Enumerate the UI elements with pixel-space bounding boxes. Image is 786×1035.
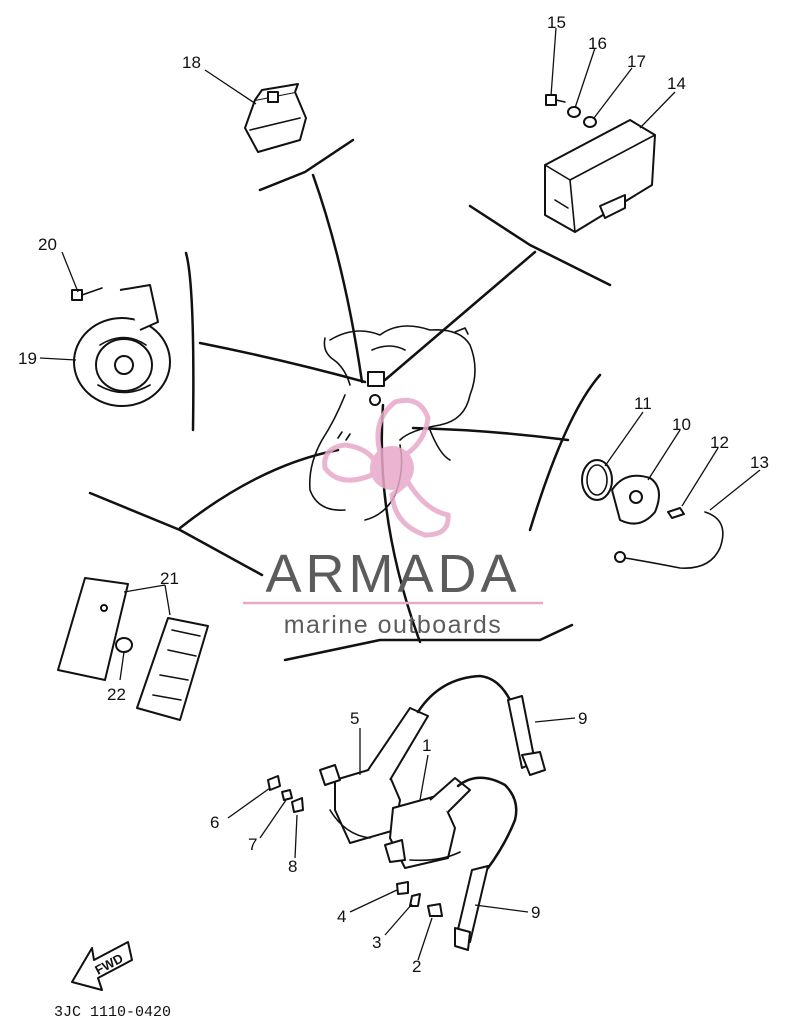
washer-16 xyxy=(567,106,581,118)
callout-9-lower: 9 xyxy=(531,903,540,922)
callout-16: 16 xyxy=(588,34,607,53)
propeller-logo xyxy=(322,397,451,538)
callout-12: 12 xyxy=(710,433,729,452)
callout-18: 18 xyxy=(182,53,201,72)
sensor-10 xyxy=(611,474,660,525)
relay-part-18 xyxy=(244,83,307,153)
nut-22 xyxy=(115,637,133,653)
callout-6: 6 xyxy=(210,813,219,832)
callout-11: 11 xyxy=(634,394,652,413)
callout-9-upper: 9 xyxy=(578,709,587,728)
engine-frame-sketch xyxy=(308,325,476,521)
callout-5: 5 xyxy=(350,709,359,728)
callout-19: 19 xyxy=(18,349,37,368)
callout-21: 21 xyxy=(160,569,179,588)
horn-part-19 xyxy=(73,284,171,407)
callout-1: 1 xyxy=(422,736,431,755)
armada-watermark: ARMADA marine outboards xyxy=(243,397,543,639)
callout-22: 22 xyxy=(107,685,126,704)
leader-lines xyxy=(39,27,761,961)
forward-arrow-icon: FWD xyxy=(71,941,133,991)
callout-15: 15 xyxy=(547,13,566,32)
reflector-21 xyxy=(57,577,209,721)
high-tension-lead-9a xyxy=(416,674,546,776)
frame-mount-block xyxy=(367,371,385,387)
callout-8: 8 xyxy=(288,857,297,876)
cdi-unit-part-14 xyxy=(544,119,656,233)
brand-name: ARMADA xyxy=(265,544,520,604)
high-tension-lead-9b xyxy=(454,776,518,951)
callout-20: 20 xyxy=(38,235,57,254)
diagram-code: 3JC 1110-0420 xyxy=(54,1004,171,1021)
nut-17 xyxy=(583,116,597,128)
callout-10: 10 xyxy=(672,415,691,434)
callout-3: 3 xyxy=(372,933,381,952)
screw-12 xyxy=(667,507,685,519)
fwd-label: FWD xyxy=(92,951,125,978)
callout-labels: 1 2 3 4 5 6 7 8 9 9 10 11 12 13 14 15 16… xyxy=(18,13,769,976)
callout-14: 14 xyxy=(667,74,686,93)
connection-lines xyxy=(88,138,612,662)
callout-4: 4 xyxy=(337,907,346,926)
ignition-coil-5 xyxy=(319,707,429,844)
small-hardware xyxy=(267,775,443,917)
callout-17: 17 xyxy=(627,52,646,71)
ignition-coil-1 xyxy=(384,777,471,869)
screw-15 xyxy=(545,94,566,106)
callout-7: 7 xyxy=(248,835,257,854)
callout-2: 2 xyxy=(412,957,421,976)
brand-tagline: marine outboards xyxy=(284,611,503,639)
lead-wire-13 xyxy=(614,511,724,569)
callout-13: 13 xyxy=(750,453,769,472)
